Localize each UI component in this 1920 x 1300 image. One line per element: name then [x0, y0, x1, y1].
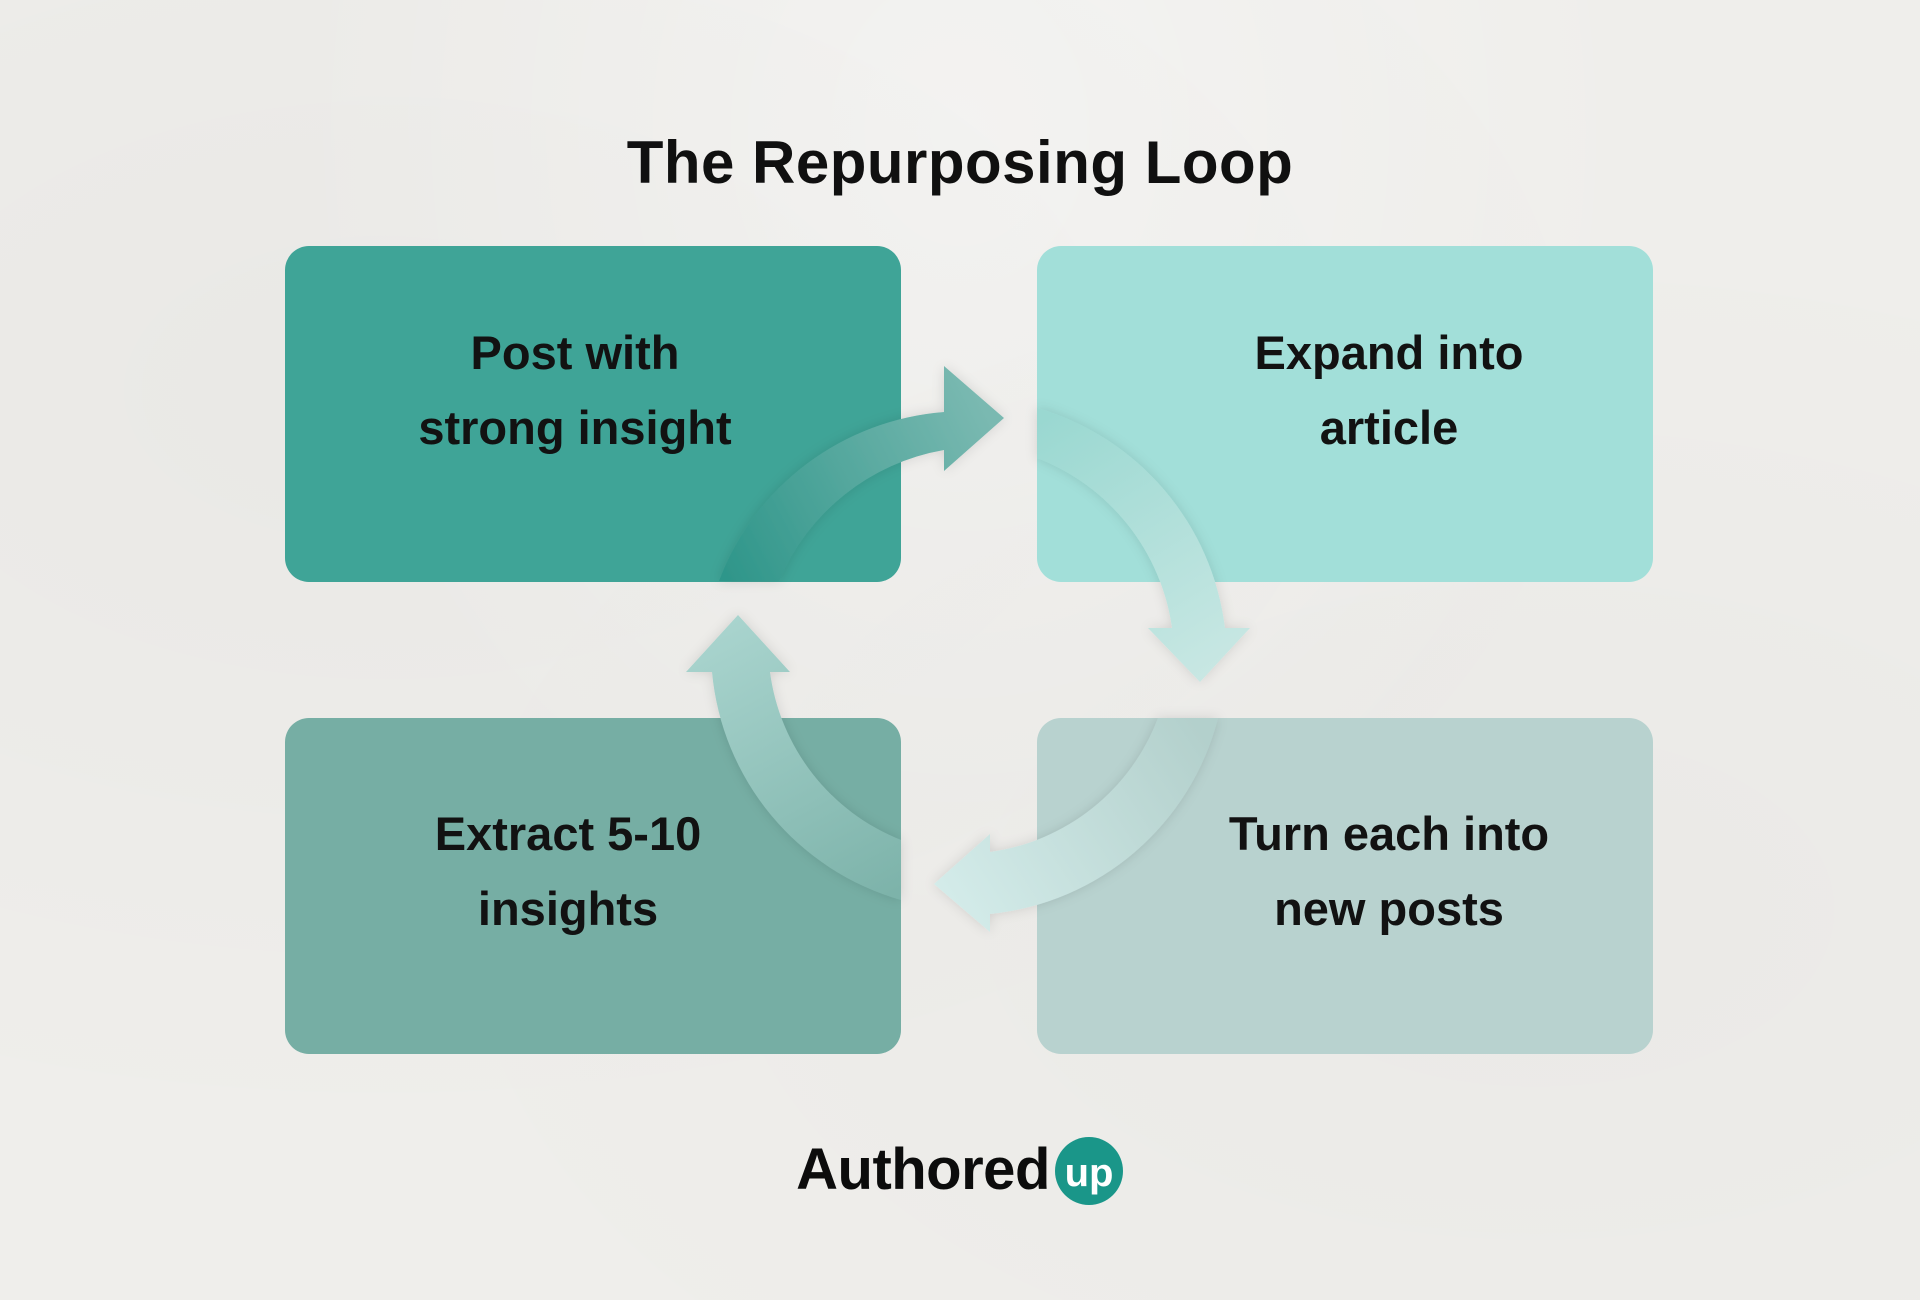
step-label: Post with strong insight — [418, 326, 732, 454]
logo-badge-text: up — [1064, 1151, 1113, 1195]
arrow-turn-to-extract — [934, 718, 1218, 932]
arrow-extract-to-post — [686, 615, 901, 900]
authoredup-logo: Authored up — [0, 1132, 1920, 1206]
step-label: Expand into article — [1254, 326, 1524, 454]
logo-badge-icon: up — [1054, 1137, 1123, 1205]
step-label: Extract 5-10 insights — [434, 807, 702, 935]
step-extract-insights: Extract 5-10 insights — [285, 718, 901, 1054]
diagram-title: The Repurposing Loop — [626, 129, 1294, 196]
arrow-expand-to-turn — [1037, 408, 1250, 682]
step-label: Turn each into new posts — [1228, 807, 1550, 935]
logo-text: Authored — [796, 1136, 1050, 1202]
arrow-post-to-expand — [719, 366, 1004, 581]
